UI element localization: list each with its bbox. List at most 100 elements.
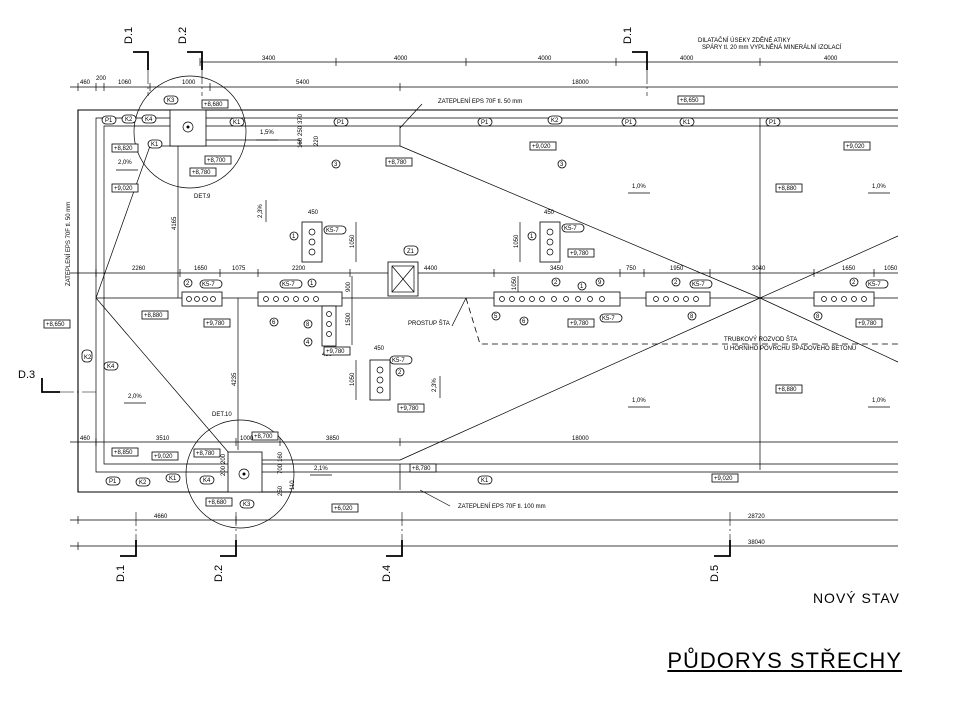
svg-text:1: 1 — [530, 234, 534, 240]
dim: 160 — [298, 137, 304, 148]
dim: 1075 — [232, 266, 246, 272]
drawing-title: PŮDORYS STŘECHY — [667, 648, 902, 673]
section-marker-d2-bottom: D.2 — [213, 512, 237, 582]
dimension-chain-mid: 2260 1650 1075 2200 4400 3450 750 1950 3… — [70, 266, 898, 277]
section-label: D.1 — [123, 27, 135, 44]
trubkovy-note-1: TRUBKOVÝ ROZVOD ŠTA — [724, 336, 797, 343]
drawing-state-label: NOVÝ STAV — [812, 590, 900, 606]
svg-text:K2: K2 — [551, 118, 559, 124]
dim: 1050 — [512, 276, 518, 290]
detail-label: DET.10 — [212, 412, 232, 418]
dim: 1050 — [514, 234, 520, 248]
dim: 200 — [221, 453, 227, 464]
equipment-block-g — [645, 291, 711, 307]
dim: 460 — [80, 80, 91, 86]
svg-text:K1: K1 — [233, 120, 241, 126]
equipment-block-d — [369, 359, 391, 401]
svg-text:K4: K4 — [145, 117, 153, 123]
svg-text:4: 4 — [306, 340, 310, 346]
dim: 450 — [308, 210, 319, 216]
section-marker-d1-top: D.1 — [123, 27, 149, 96]
dim: 3040 — [752, 266, 766, 272]
svg-text:+9,020: +9,020 — [714, 476, 733, 482]
svg-text:3: 3 — [334, 162, 338, 168]
dimension-chain-top1: 3400 4000 4000 4000 4000 — [199, 56, 898, 66]
dim: 450 — [374, 346, 385, 352]
svg-text:+8,880: +8,880 — [144, 313, 163, 319]
dim: 1060 — [118, 80, 132, 86]
svg-text:K3: K3 — [243, 502, 251, 508]
attic-note-line2: SPÁRY tl. 20 mm VYPLNĚNÁ MINERÁLNÍ IZOLA… — [702, 43, 842, 51]
svg-text:+9,020: +9,020 — [114, 186, 133, 192]
svg-text:2: 2 — [186, 281, 190, 287]
svg-text:+8,650: +8,650 — [680, 98, 699, 104]
dim: 4235 — [232, 372, 238, 386]
dim: 700 — [278, 463, 284, 474]
svg-text:+8,700: +8,700 — [254, 434, 273, 440]
dim: 5400 — [296, 80, 310, 86]
dim: 4000 — [394, 56, 408, 62]
svg-text:+8,680: +8,680 — [208, 500, 227, 506]
dim: 450 — [544, 210, 555, 216]
dimension-chain-bottom1: 4660 28720 — [70, 514, 898, 524]
svg-text:+8,780: +8,780 — [388, 160, 407, 166]
dim: 460 — [80, 436, 91, 442]
dim: 1000 — [240, 436, 254, 442]
dim: 750 — [626, 266, 637, 272]
equipment-block-f — [539, 221, 561, 263]
svg-text:K2: K2 — [84, 355, 92, 361]
svg-text:+9,020: +9,020 — [532, 144, 551, 150]
dim: 1000 — [182, 80, 196, 86]
svg-text:1: 1 — [292, 234, 296, 240]
dim: 3510 — [156, 436, 170, 442]
svg-text:1,0%: 1,0% — [872, 398, 886, 404]
svg-text:K4: K4 — [203, 478, 211, 484]
svg-text:K5-7: K5-7 — [326, 228, 339, 234]
svg-text:Z1: Z1 — [407, 249, 415, 255]
svg-text:+8,850: +8,850 — [114, 450, 133, 456]
svg-text:9: 9 — [598, 280, 602, 286]
equipment-block-h — [813, 291, 875, 307]
dim: 900 — [346, 281, 352, 292]
svg-text:+8,780: +8,780 — [196, 451, 215, 457]
dim: 220 — [314, 135, 320, 146]
roof-hatch: Z1 — [387, 245, 419, 297]
svg-text:P1: P1 — [625, 120, 633, 126]
svg-text:K5-7: K5-7 — [692, 282, 705, 288]
dim: 3450 — [550, 266, 564, 272]
svg-text:+9,780: +9,780 — [570, 251, 589, 257]
equipment-block-c — [301, 221, 323, 263]
svg-text:K1: K1 — [481, 478, 489, 484]
svg-text:2: 2 — [852, 280, 856, 286]
section-marker-d1-bottom: D.1 — [115, 512, 137, 582]
dim: 2200 — [292, 266, 306, 272]
svg-text:2,1%: 2,1% — [314, 466, 328, 472]
dimension-chain-bottom-row: 460 3510 1000 3850 18000 — [70, 436, 898, 446]
svg-text:+9,020: +9,020 — [154, 454, 173, 460]
section-label: D.1 — [622, 27, 634, 44]
svg-text:1,0%: 1,0% — [632, 398, 646, 404]
dim: 4000 — [824, 56, 838, 62]
svg-text:2,3%: 2,3% — [432, 378, 438, 392]
svg-text:6: 6 — [272, 320, 276, 326]
svg-text:P1: P1 — [109, 479, 117, 485]
detail-label: DET.9 — [194, 194, 211, 200]
dim: 38040 — [748, 540, 765, 546]
svg-text:+8,820: +8,820 — [114, 146, 133, 152]
svg-text:2,0%: 2,0% — [118, 160, 132, 166]
dim: 1650 — [194, 266, 208, 272]
dim: 4165 — [172, 216, 178, 230]
svg-text:+9,780: +9,780 — [570, 321, 589, 327]
dim: 1650 — [842, 266, 856, 272]
svg-text:+9,780: +9,780 — [206, 321, 225, 327]
svg-text:K5-7: K5-7 — [602, 316, 615, 322]
attic-note-line1: DILATAČNÍ ÚSEKY ZDĚNÉ ATIKY — [698, 36, 791, 44]
svg-text:P1: P1 — [769, 120, 777, 126]
svg-text:2,0%: 2,0% — [128, 394, 142, 400]
svg-text:K1: K1 — [151, 142, 159, 148]
tags: K3 K2 K4 K1 K1 P1 P1 P1 K2 P1 K1 P1 K2 K… — [81, 95, 889, 509]
dim: 3850 — [326, 436, 340, 442]
section-label: D.4 — [381, 565, 393, 582]
section-marker-d5: D.5 — [709, 512, 731, 582]
equipment-block-a — [181, 291, 223, 307]
